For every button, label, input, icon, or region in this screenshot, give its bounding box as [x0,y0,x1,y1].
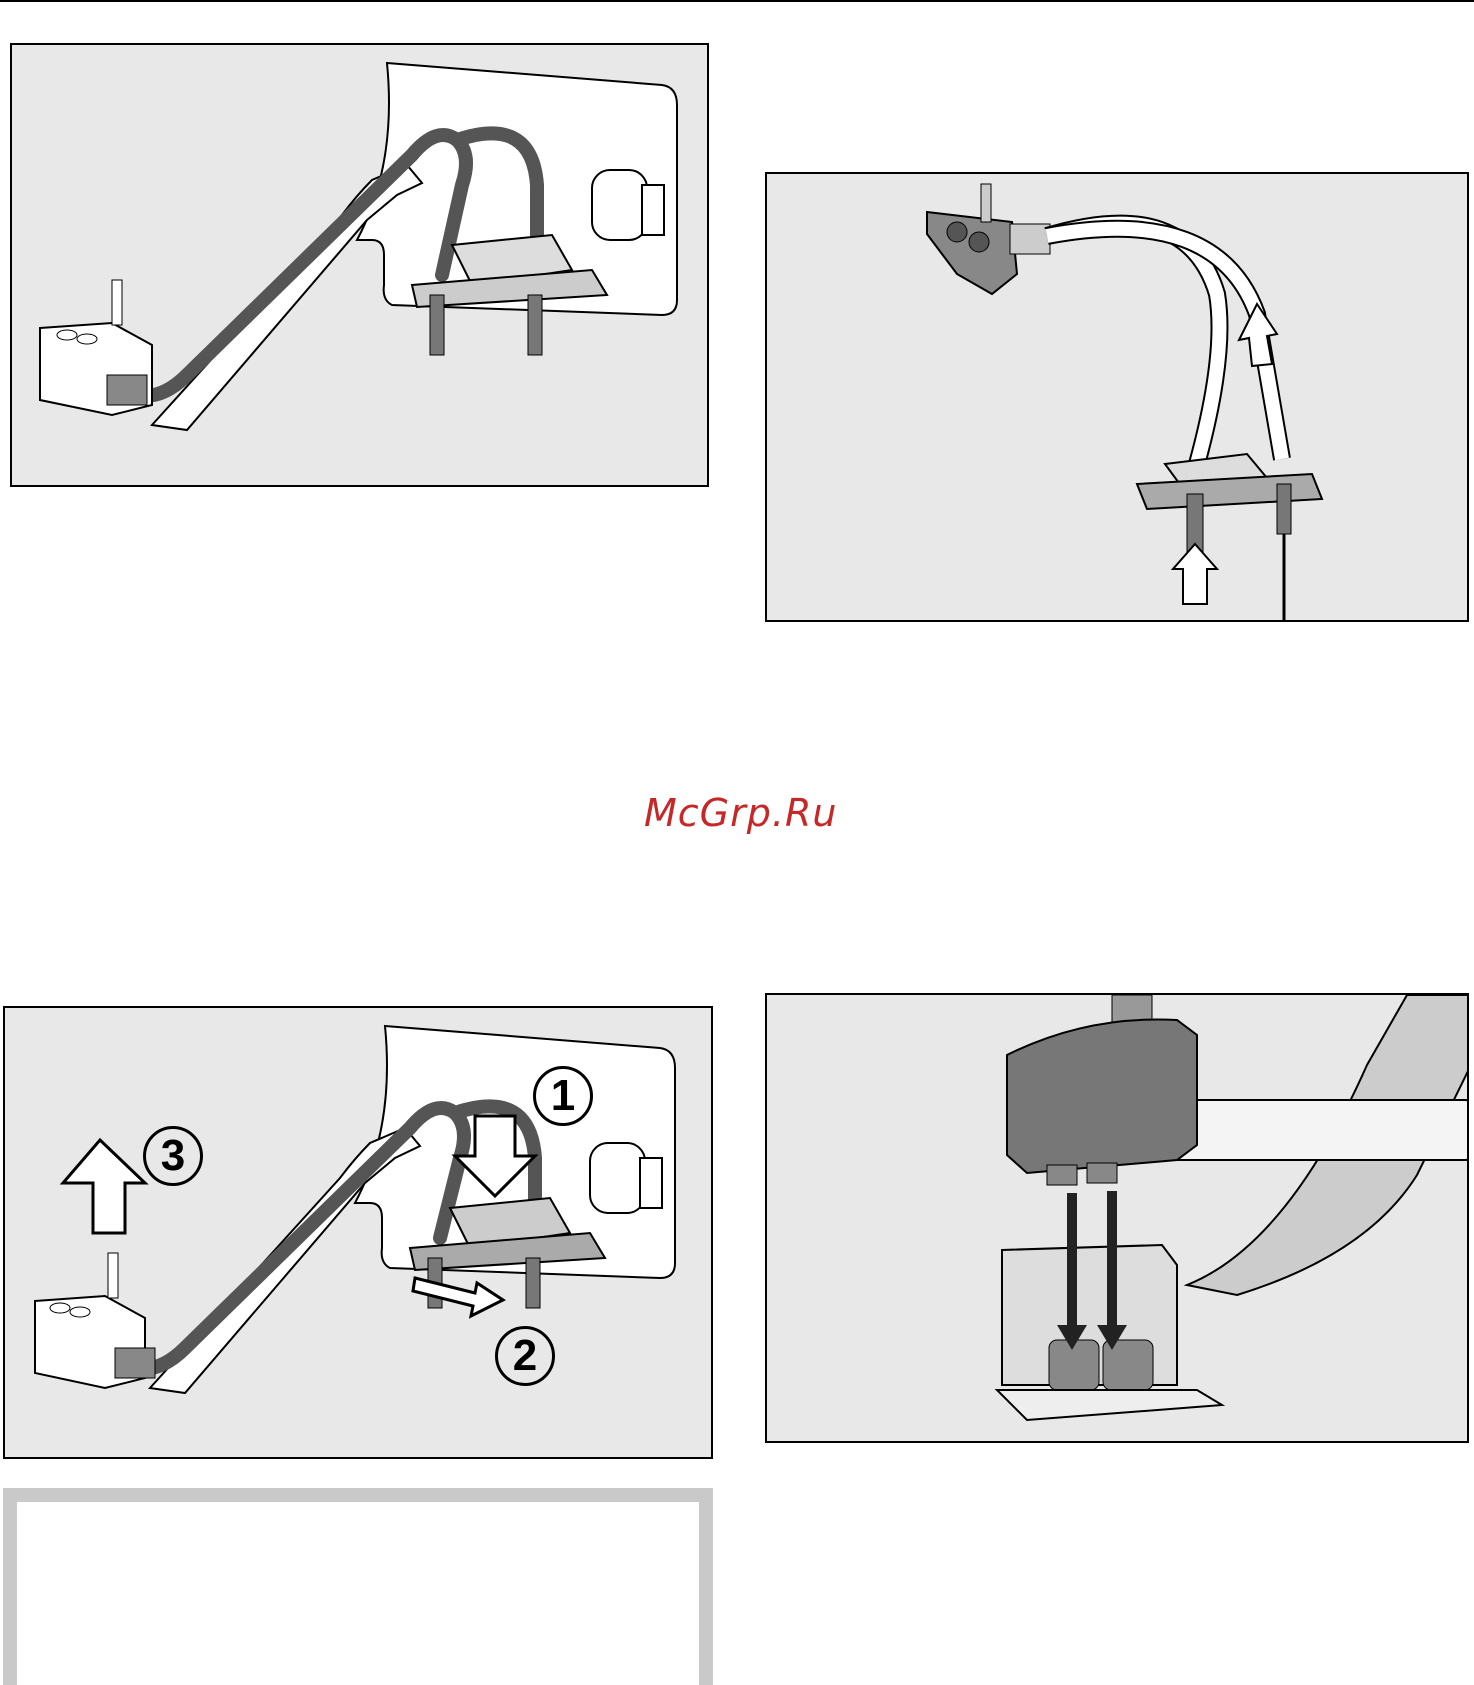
illustration-hose-inserted [765,172,1469,622]
insert-arrow-icon [1173,544,1217,604]
pull-arrow-icon [1239,304,1277,366]
connector-housing-icon [1007,1019,1197,1173]
step-2-label: 2 [495,1326,555,1386]
lift-arrow-icon [63,1140,145,1233]
note-box [3,1488,713,1685]
step-1-label: 1 [533,1066,593,1126]
watermark-text: McGrp.Ru [644,791,837,835]
illustration-hose-mounted [10,43,709,487]
plug-icon [40,280,152,415]
slide-arrow-icon [413,1278,503,1316]
page-top-rule [0,0,1474,2]
plug-icon [35,1253,155,1388]
illustration-connector-closeup [765,993,1469,1443]
plug-icon [927,184,1050,294]
illustration-hose-removal-steps: 1 2 3 [3,1006,713,1459]
step-3-label: 3 [143,1126,203,1186]
